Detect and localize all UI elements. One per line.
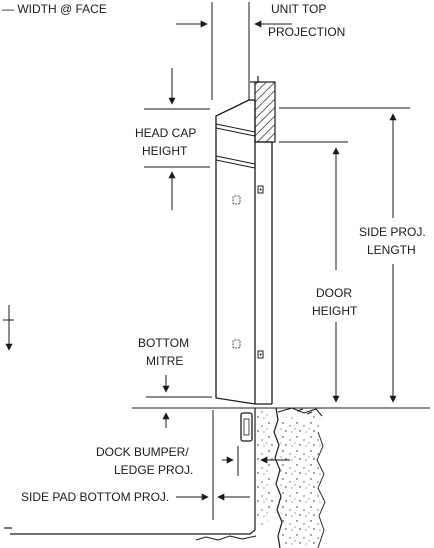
door-height-dimension: DOOR HEIGHT: [279, 141, 358, 403]
side-proj-length-label-1: SIDE PROJ.: [359, 225, 426, 239]
head-cap-height-label-2: HEIGHT: [142, 144, 188, 158]
dock-bumper-ledge-proj-dimension: DOCK BUMPER/ LEDGE PROJ.: [96, 445, 290, 477]
dock-bumper-label-1: DOCK BUMPER/: [96, 445, 189, 459]
side-pad-bottom-proj-dimension: SIDE PAD BOTTOM PROJ.: [21, 410, 250, 520]
side-proj-length-label-2: LENGTH: [367, 243, 416, 257]
bottom-mitre-label-1: BOTTOM: [138, 336, 189, 350]
door-height-label-2: HEIGHT: [312, 304, 358, 318]
left-edge-marker: [3, 305, 14, 351]
width-at-face-label: — WIDTH @ FACE: [2, 2, 107, 16]
dock-bumper: [240, 412, 253, 442]
bottom-mitre-label-2: MITRE: [146, 354, 183, 368]
head-cap-height-dimension: HEAD CAP HEIGHT: [135, 68, 210, 210]
door-height-label-1: DOOR: [316, 286, 352, 300]
building-foundation: [273, 407, 326, 548]
unit-top-projection-label-1: UNIT TOP: [271, 2, 326, 16]
head-cap: [254, 81, 276, 143]
side-pad: [215, 99, 273, 405]
bottom-mitre-dimension: BOTTOM MITRE: [138, 336, 212, 428]
side-pad-bottom-proj-label: SIDE PAD BOTTOM PROJ.: [21, 490, 169, 504]
dock-pit: [4, 407, 430, 541]
unit-top-projection-label-2: PROJECTION: [268, 25, 345, 39]
head-cap-height-label-1: HEAD CAP: [135, 126, 196, 140]
width-at-face-dimension: — WIDTH @ FACE: [2, 2, 213, 100]
side-proj-length-dimension: SIDE PROJ. LENGTH: [279, 107, 426, 403]
unit-top-projection-dimension: UNIT TOP PROJECTION: [248, 2, 345, 100]
dock-bumper-label-2: LEDGE PROJ.: [114, 463, 193, 477]
